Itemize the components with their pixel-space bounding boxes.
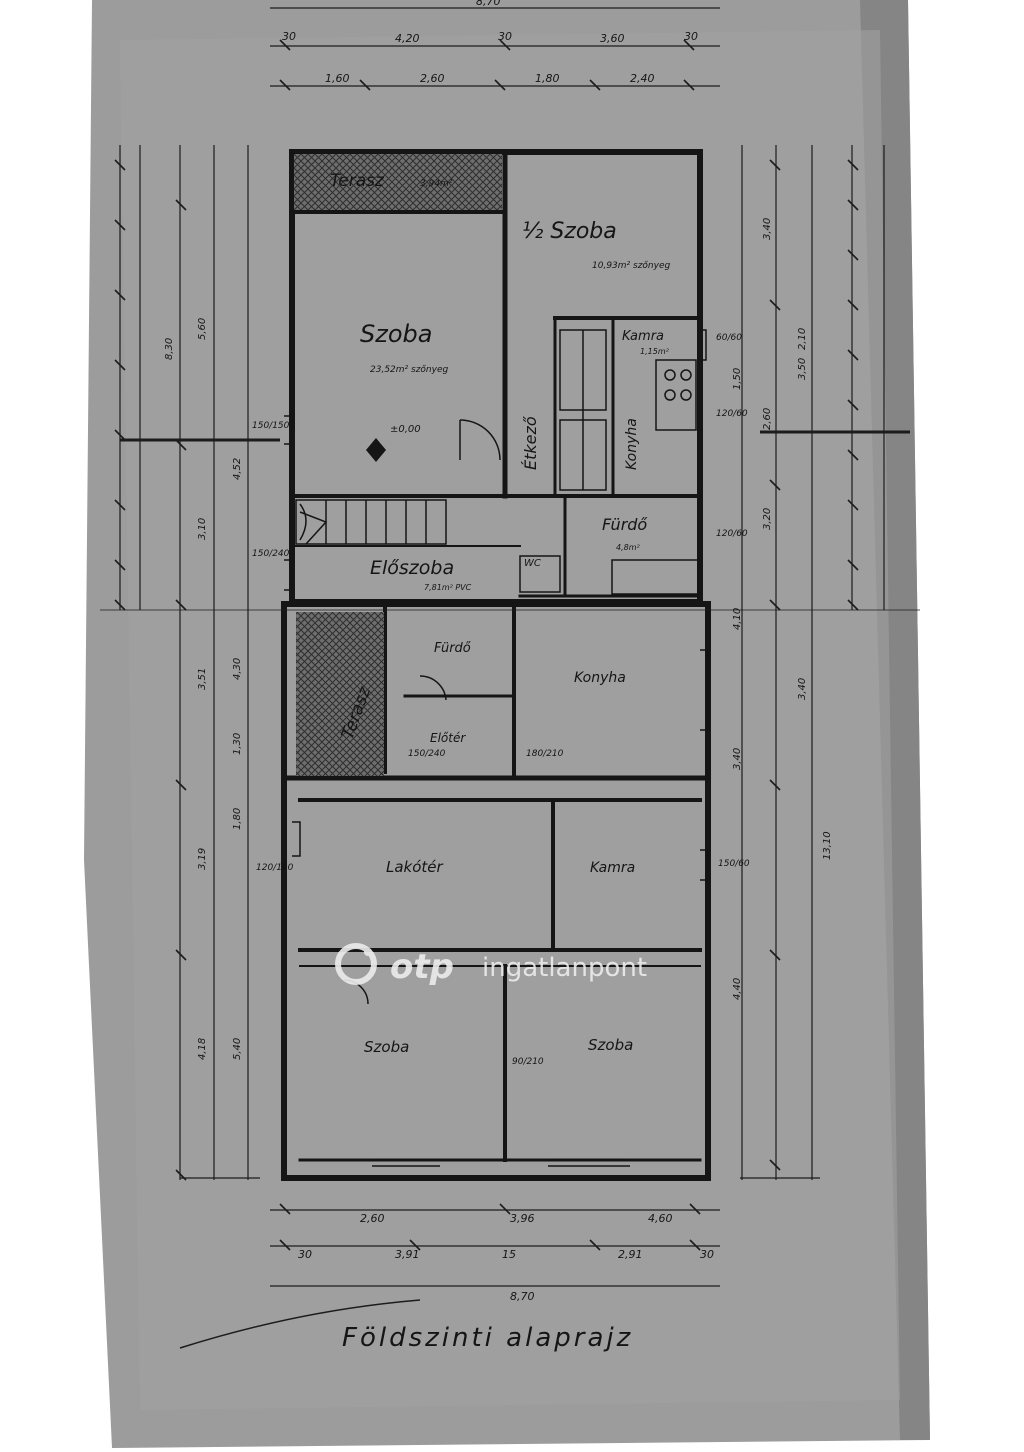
room-furdo-lower: Fürdő: [434, 641, 472, 656]
watermark-text: ingatlanpont: [482, 953, 647, 983]
kitchen-fixtures: [519, 329, 699, 595]
opening-mark-9: 90/210: [512, 1057, 544, 1067]
room-etkezo: Étkező: [521, 416, 540, 470]
room-konyha-top: Konyha: [624, 418, 640, 470]
dim-left-6: 1,30: [232, 733, 243, 755]
opening-mark-5: 150/60: [718, 859, 750, 869]
dim-bot2-a: 30: [298, 1248, 312, 1261]
opening-mark-3: 60/60: [716, 333, 742, 343]
dim-left-9: 5,40: [232, 1038, 243, 1060]
dim-bottom-total: 8,70: [510, 1290, 535, 1303]
dim-bot2-d: 2,91: [618, 1248, 643, 1261]
room-lakoter: Lakótér: [386, 858, 444, 876]
opening-mark-7: 180/210: [526, 749, 564, 759]
dim-left-2: 4,52: [232, 458, 243, 480]
room-furdo-top: Fürdő: [602, 515, 647, 534]
dim-top1-a: 30: [282, 30, 296, 43]
opening-marks: 150/150 150/240 120/60 60/60 120/60 150/…: [252, 333, 750, 1067]
room-furdo-top-area: 4,8m²: [616, 543, 641, 552]
staircase: [295, 499, 447, 545]
openings: [284, 329, 709, 1167]
opening-mark-4: 120/60: [716, 529, 748, 539]
room-szoba-right: Szoba: [588, 1036, 633, 1054]
dim-left-7: 1,80: [232, 808, 243, 830]
dim-bot2-e: 30: [700, 1248, 714, 1261]
room-konyha-lower: Konyha: [574, 670, 626, 686]
dim-bot1-c: 4,60: [648, 1212, 673, 1225]
dim-top2-b: 2,60: [420, 72, 445, 85]
room-szoba-left: Szoba: [364, 1038, 409, 1056]
dim-right-2: 2,10: [797, 328, 808, 350]
dim-right-4: 2,60: [762, 408, 773, 430]
terrace-lower-hatch: [296, 612, 384, 776]
title-swash: [179, 1299, 421, 1349]
dim-left-10: 4,18: [197, 1038, 208, 1060]
dimension-lines: [100, 7, 920, 1287]
otp-watermark: otp ingatlanpont: [335, 943, 647, 987]
dimension-labels: 8,70 30 4,20 30 3,60 30 1,60 2,60 1,80 2…: [282, 0, 714, 1303]
room-kamra-lower: Kamra: [590, 860, 635, 876]
dim-left-0: 5,60: [197, 318, 208, 340]
dim-left-8: 3,19: [197, 848, 208, 870]
dim-top-total: 8,70: [476, 0, 501, 8]
opening-mark-2: 120/60: [716, 409, 748, 419]
dim-right-7: 3,40: [797, 678, 808, 700]
dim-right-3: 3,50: [797, 358, 808, 380]
room-szoba-main: Szoba: [360, 320, 432, 348]
dim-right-0: 3,40: [762, 218, 773, 240]
otp-logo-icon: [335, 943, 377, 985]
opening-mark-0: 150/150: [252, 421, 290, 431]
dim-top1-c: 30: [498, 30, 512, 43]
north-marker-icon: [366, 438, 386, 462]
dim-right-9: 4,40: [732, 978, 743, 1000]
dim-top2-d: 2,40: [630, 72, 655, 85]
room-wc: WC: [524, 558, 541, 569]
dim-bot2-b: 3,91: [395, 1248, 420, 1261]
room-fel-szoba-area: 10,93m² szőnyeg: [592, 261, 670, 271]
room-szoba-main-area: 23,52m² szőnyeg: [370, 365, 448, 375]
dim-left-5: 3,51: [197, 668, 208, 690]
dim-bot1-a: 2,60: [360, 1212, 385, 1225]
dim-bot1-b: 3,96: [510, 1212, 535, 1225]
dim-right-1: 1,50: [732, 368, 743, 390]
dim-left-4: 4,30: [232, 658, 243, 680]
room-eloszoba: Előszoba: [370, 557, 454, 579]
room-eloszoba-area: 7,81m² PVC: [424, 583, 472, 592]
opening-mark-1: 150/240: [252, 549, 290, 559]
dimension-ticks: [114, 39, 859, 1251]
paper-light-area: [120, 30, 900, 1410]
dim-right-6: 4,10: [732, 608, 743, 630]
opening-mark-6: 120/140: [256, 863, 294, 873]
dim-top1-d: 3,60: [600, 32, 625, 45]
terrace-top-hatch: [294, 154, 502, 210]
dim-top2-a: 1,60: [325, 72, 350, 85]
dim-top1-e: 30: [684, 30, 698, 43]
dim-top1-b: 4,20: [395, 32, 420, 45]
dim-left-1: 8,30: [164, 338, 175, 360]
dim-bot2-c: 15: [502, 1248, 516, 1261]
vertical-dimension-labels-left: 5,60 8,30 4,52 3,10 4,30 3,51 1,30 1,80 …: [164, 318, 243, 1060]
opening-mark-8: 150/240: [408, 749, 446, 759]
building-walls: [281, 149, 711, 1181]
room-eloter: Előtér: [430, 731, 466, 745]
dim-right-10: 13,10: [822, 831, 833, 860]
dim-top2-c: 1,80: [535, 72, 560, 85]
room-kamra-top-area: 1,15m²: [640, 347, 670, 356]
plan-title: Földszinti alaprajz: [342, 1323, 633, 1353]
room-labels: Terasz 3,94m² ½ Szoba 10,93m² szőnyeg Sz…: [330, 171, 670, 1056]
dim-right-5: 3,20: [762, 508, 773, 530]
watermark-brand: otp: [390, 947, 454, 987]
dim-right-8: 3,40: [732, 748, 743, 770]
room-kamra-top: Kamra: [622, 329, 664, 344]
room-terasz-top: Terasz: [330, 171, 385, 191]
vertical-dimension-labels-right: 3,40 1,50 2,10 3,50 2,60 3,20 4,10 3,40 …: [732, 218, 833, 1000]
dim-left-3: 3,10: [197, 518, 208, 540]
room-fel-szoba: ½ Szoba: [522, 219, 617, 244]
level-mark: ±0,00: [390, 424, 421, 435]
room-terasz-top-area: 3,94m²: [420, 179, 453, 189]
